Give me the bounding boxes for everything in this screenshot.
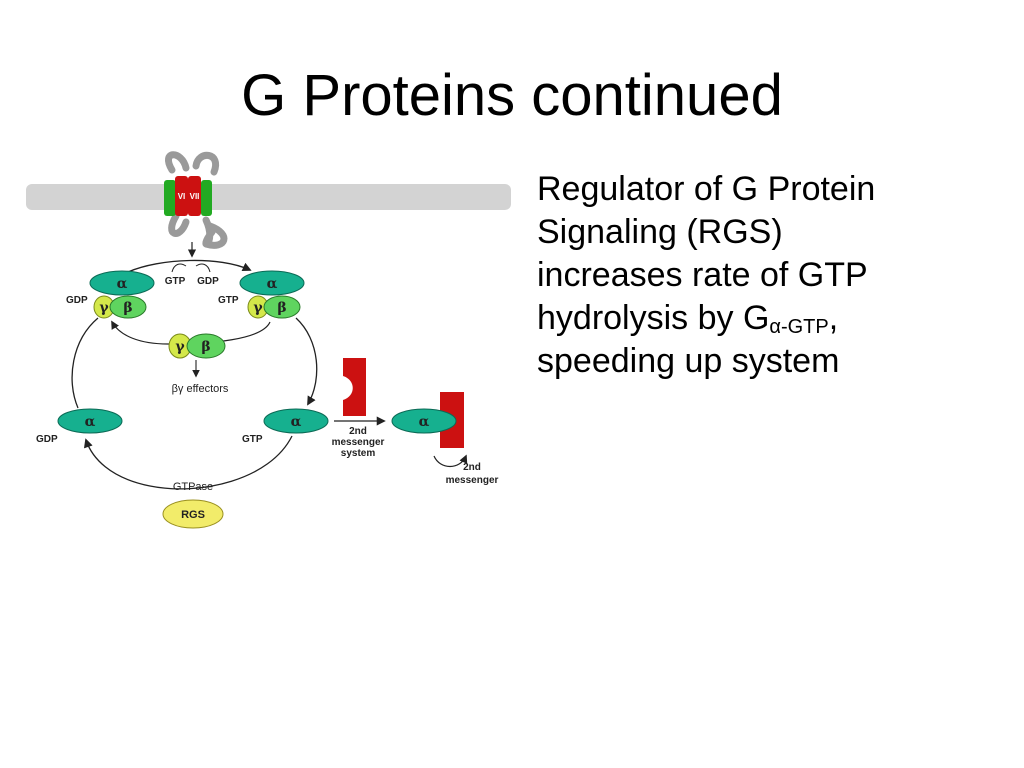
bullet-text: Regulator of G Protein Signaling (RGS) i…	[537, 168, 1007, 383]
messenger-arrow-line-3: system	[341, 448, 376, 459]
bullet-line-4: hydrolysis by Gα-GTP,	[537, 297, 1007, 340]
receptor-loops	[165, 151, 228, 249]
effector-alpha-label: α	[419, 414, 430, 430]
beta-gamma-effectors-label: βγ effectors	[172, 383, 229, 395]
gpcr-receptor: VI VII	[164, 176, 212, 216]
gdp-out-arrow	[195, 263, 211, 273]
right-cycle-arc	[295, 317, 318, 406]
rgs-oval	[162, 499, 224, 529]
right-trimer-gtp-label: GTP	[218, 295, 239, 306]
bullet-line-2: Signaling (RGS)	[537, 213, 783, 251]
receptor-helix-vii-label: VII	[190, 192, 200, 201]
bullet-line-4-main: hydrolysis by G	[537, 299, 770, 337]
right-trimer-beta: β	[277, 300, 286, 316]
gtpase-label: GTPase	[173, 481, 213, 493]
top-gtp-label: GTP	[165, 276, 186, 287]
left-trimer-alpha: α	[117, 276, 128, 292]
bottom-cycle-arc	[83, 435, 293, 490]
left-cycle-arc	[71, 317, 99, 409]
g-alpha-gtp-subscript: α-GTP	[769, 316, 829, 338]
bullet-line-4-comma: ,	[828, 299, 839, 337]
right-alpha-gtp-label: GTP	[242, 434, 263, 445]
left-alpha-label: α	[85, 414, 96, 430]
free-dimer-gamma: γ	[175, 339, 185, 355]
right-alpha-label: α	[291, 414, 302, 430]
right-trimer-gamma: γ	[253, 300, 263, 316]
gtp-in-arrow	[171, 263, 187, 273]
top-gdp-label: GDP	[197, 276, 219, 287]
dimer-return-arrow	[111, 320, 169, 345]
bullet-line-1: Regulator of G Protein	[537, 170, 876, 208]
messenger-arrow-line-2: messenger	[332, 437, 385, 448]
left-alpha-gdp-label: GDP	[36, 434, 58, 445]
active-effector-complex: α	[391, 392, 468, 468]
slide-title: G Proteins continued	[241, 63, 783, 128]
left-trimer-gdp-label: GDP	[66, 295, 88, 306]
left-heterotrimer: α γ β GDP	[66, 270, 155, 319]
cell-membrane	[26, 184, 511, 210]
inactive-effector	[343, 358, 366, 416]
right-alpha-gtp: α GTP	[242, 408, 329, 445]
bullet-line-5: speeding up system	[537, 342, 840, 380]
free-dimer-beta: β	[201, 339, 210, 355]
receptor-helix-vi-label: VI	[178, 192, 186, 201]
top-cycle-arrow	[127, 259, 252, 273]
messenger-arrow-line-1: 2nd	[349, 426, 367, 437]
bullet-line-3: increases rate of GTP	[537, 256, 868, 294]
free-beta-gamma-dimer: γ β βγ effectors	[168, 333, 229, 395]
product-line-1: 2nd	[463, 462, 481, 473]
left-alpha-gdp: α GDP	[36, 408, 123, 445]
left-trimer-gamma: γ	[99, 300, 109, 316]
g-protein-cycle-diagram: VI VII GTP GDP α γ β GDP α γ β GTP γ β β…	[26, 151, 511, 529]
rgs-label: RGS	[181, 509, 205, 521]
product-line-2: messenger	[446, 475, 499, 486]
right-heterotrimer: α γ β GTP	[218, 270, 305, 319]
left-trimer-beta: β	[123, 300, 132, 316]
right-trimer-alpha: α	[267, 276, 278, 292]
